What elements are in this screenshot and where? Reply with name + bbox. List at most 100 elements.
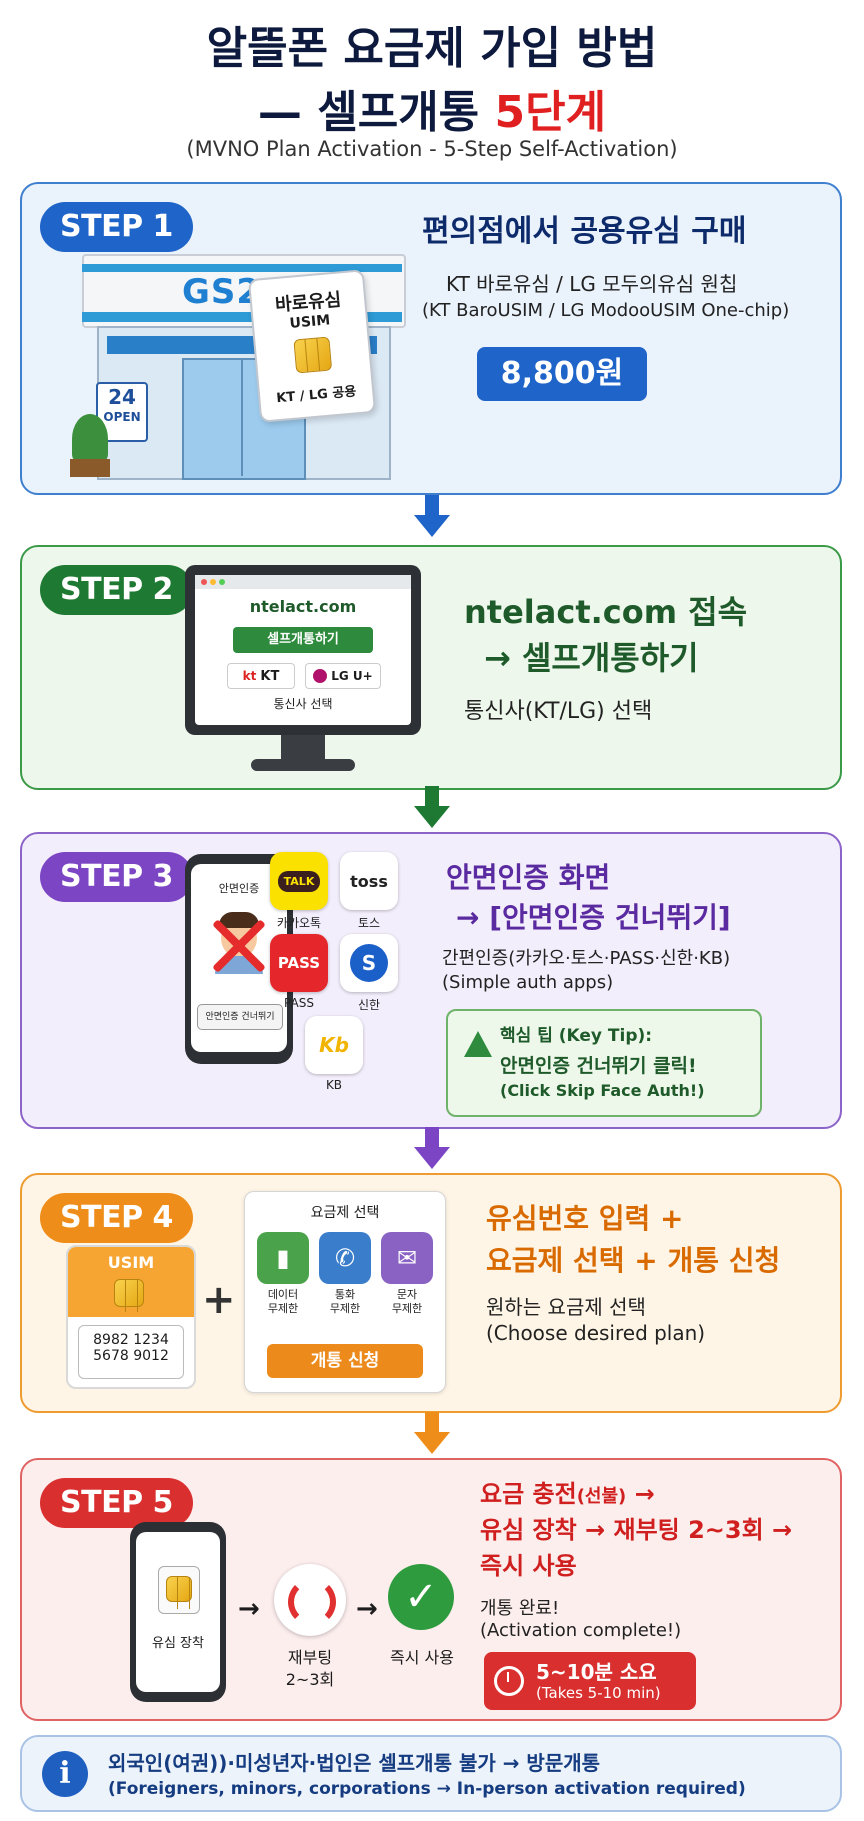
shinhan-icon-text: S <box>350 944 388 982</box>
kb-icon: Kb <box>305 1016 363 1074</box>
pass-icon-text: PASS <box>277 954 321 972</box>
step2-heading-line1: ntelact.com 접속 <box>464 593 748 631</box>
step1-line1: KT 바로유심 / LG 모두의유심 원칩 <box>446 272 738 296</box>
store-24: 24 <box>108 385 136 409</box>
phone-skip-button[interactable]: 안면인증 건너뛰기 <box>197 1004 283 1030</box>
app-label-kb: KB <box>325 1078 343 1092</box>
screen-self-activate-button[interactable]: 셀프개통하기 <box>233 627 373 653</box>
data-bars-icon: ▮ <box>257 1232 309 1284</box>
sparkle-icon <box>464 1031 492 1057</box>
arrow-right-2: → <box>356 1594 378 1624</box>
screen-lg-option[interactable]: LG U+ <box>305 663 381 689</box>
step3-card: STEP 3 안면인증 안면인증 건너뛰기 TALK 카카오톡 toss 토스 … <box>20 832 842 1129</box>
step5-line2: (Activation complete!) <box>480 1620 682 1641</box>
usim-label: USIM <box>107 1253 155 1272</box>
key-tip-box: 핵심 팁 (Key Tip): 안면인증 건너뛰기 클릭! (Click Ski… <box>446 1009 762 1117</box>
apply-activation-button[interactable]: 개통 신청 <box>267 1344 423 1378</box>
step3-line2: (Simple auth apps) <box>442 972 614 993</box>
down-arrow-icon <box>414 786 450 830</box>
sim-chip-icon <box>114 1279 144 1312</box>
plan-panel-title: 요금제 선택 <box>310 1205 380 1221</box>
toss-icon: toss <box>340 852 398 910</box>
step4-heading-line1: 유심번호 입력 + <box>486 1202 684 1235</box>
app-label-toss: 토스 <box>357 916 381 930</box>
phone-face-auth-title: 안면인증 <box>218 882 260 895</box>
plan-data-line1: 데이터 <box>267 1288 299 1301</box>
phone-call-icon: ✆ <box>319 1232 371 1284</box>
step5-heading-c: → <box>626 1480 655 1508</box>
phone-sim-illustration: 유심 장착 <box>130 1522 226 1702</box>
kakaotalk-icon-text: TALK <box>277 870 321 892</box>
app-label-shinhan: 신한 <box>357 998 381 1012</box>
usim-number-box: 8982 1234 5678 9012 <box>78 1325 184 1379</box>
app-label-kakao: 카카오톡 <box>276 916 322 930</box>
info-line1: 외국인(여권))·미성년자·법인은 셀프개통 불가 → 방문개통 <box>108 1751 601 1775</box>
info-icon: i <box>42 1751 88 1797</box>
step5-card: STEP 5 유심 장착 → 재부팅 2~3회 → ✓ 즉시 사용 요금 충전(… <box>20 1458 842 1721</box>
plan-select-panel: 요금제 선택 ▮ 데이터 무제한 ✆ 통화 무제한 ✉ 문자 무제한 개통 신청 <box>244 1191 446 1393</box>
toss-icon-text: toss <box>350 871 388 891</box>
step5-badge: STEP 5 <box>40 1478 193 1528</box>
shinhan-icon: S <box>340 934 398 992</box>
step5-heading-line1: 요금 충전(선불) → <box>480 1474 655 1509</box>
step4-line2: (Choose desired plan) <box>486 1321 706 1345</box>
step3-heading-line1: 안면인증 화면 <box>446 861 611 894</box>
step5-line1: 개통 완료! <box>480 1598 560 1619</box>
step3-line1: 간편인증(카카오·토스·PASS·신한·KB) <box>442 948 731 969</box>
step2-heading-line2: → 셀프개통하기 <box>484 639 699 677</box>
step4-card: STEP 4 USIM 8982 1234 5678 9012 + 요금제 선택… <box>20 1173 842 1413</box>
step5-heading-line3: 즉시 사용 <box>480 1552 577 1580</box>
tip-line3: (Click Skip Face Auth!) <box>500 1081 705 1100</box>
tip-line1: 핵심 팁 (Key Tip): <box>500 1026 653 1046</box>
step5-heading-line2: 유심 장착 → 재부팅 2~3회 → <box>480 1516 793 1544</box>
step2-line1: 통신사(KT/LG) 선택 <box>464 699 653 724</box>
step2-badge: STEP 2 <box>40 565 193 615</box>
kakaotalk-icon: TALK <box>270 852 328 910</box>
step4-heading-line2: 요금제 선택 + 개통 신청 <box>486 1244 781 1277</box>
time-line1: 5~10분 소요 <box>536 1660 657 1684</box>
clock-icon <box>494 1666 524 1696</box>
time-line2: (Takes 5-10 min) <box>536 1684 661 1702</box>
page-subtitle: (MVNO Plan Activation - 5-Step Self-Acti… <box>186 137 678 161</box>
check-icon: ✓ <box>388 1564 454 1630</box>
info-bar: i 외국인(여권))·미성년자·법인은 셀프개통 불가 → 방문개통 (Fore… <box>20 1735 842 1812</box>
down-arrow-icon <box>414 1412 450 1456</box>
step5-heading-b: (선불) <box>576 1486 627 1507</box>
app-label-pass: PASS <box>284 996 314 1010</box>
page-title-line2: — 셀프개통 5단계 <box>0 76 864 140</box>
plus-sign: + <box>202 1277 236 1323</box>
screen-url: ntelact.com <box>249 597 357 616</box>
step1-heading: 편의점에서 공용유심 구매 <box>422 214 747 249</box>
step1-line2: (KT BaroUSIM / LG ModooUSIM One-chip) <box>422 300 790 321</box>
tip-line2: 안면인증 건너뛰기 클릭! <box>500 1055 697 1077</box>
usim-card: 바로유심 USIM KT / LG 공용 <box>247 269 377 423</box>
screen-lg-label: LG U+ <box>331 669 373 683</box>
page-title: 알뜰폰 요금제 가입 방법 <box>206 23 658 74</box>
info-line2: (Foreigners, minors, corporations → In-p… <box>108 1779 746 1799</box>
reboot-icon <box>274 1564 346 1636</box>
down-arrow-icon <box>414 495 450 539</box>
usim-number-line1: 8982 1234 <box>93 1332 169 1348</box>
usim-number-card: USIM 8982 1234 5678 9012 <box>66 1245 196 1389</box>
plan-sms-line1: 문자 <box>396 1288 418 1301</box>
kt-logo-icon: kt <box>242 669 257 683</box>
screen-kt-label: KT <box>260 668 280 684</box>
phone-sim-label: 유심 장착 <box>152 1636 204 1651</box>
time-badge: 5~10분 소요 (Takes 5-10 min) <box>484 1652 696 1710</box>
step4-line1: 원하는 요금제 선택 <box>486 1295 646 1319</box>
kb-icon-text: Kb <box>319 1033 349 1057</box>
price-badge: 8,800원 <box>477 347 647 401</box>
envelope-icon: ✉ <box>381 1232 433 1284</box>
title-prefix: — 셀프개통 <box>257 87 495 138</box>
step1-card: STEP 1 GS25 24 OPEN 바로유심 USIM KT / LG 공용… <box>20 182 842 495</box>
lg-logo-icon <box>313 669 328 683</box>
store-open: OPEN <box>103 410 141 424</box>
step3-heading-line2: → [안면인증 건너뛰기] <box>456 901 731 934</box>
step3-badge: STEP 3 <box>40 852 193 902</box>
step4-badge: STEP 4 <box>40 1193 193 1243</box>
use-now-label: 즉시 사용 <box>390 1648 454 1667</box>
pass-icon: PASS <box>270 934 328 992</box>
